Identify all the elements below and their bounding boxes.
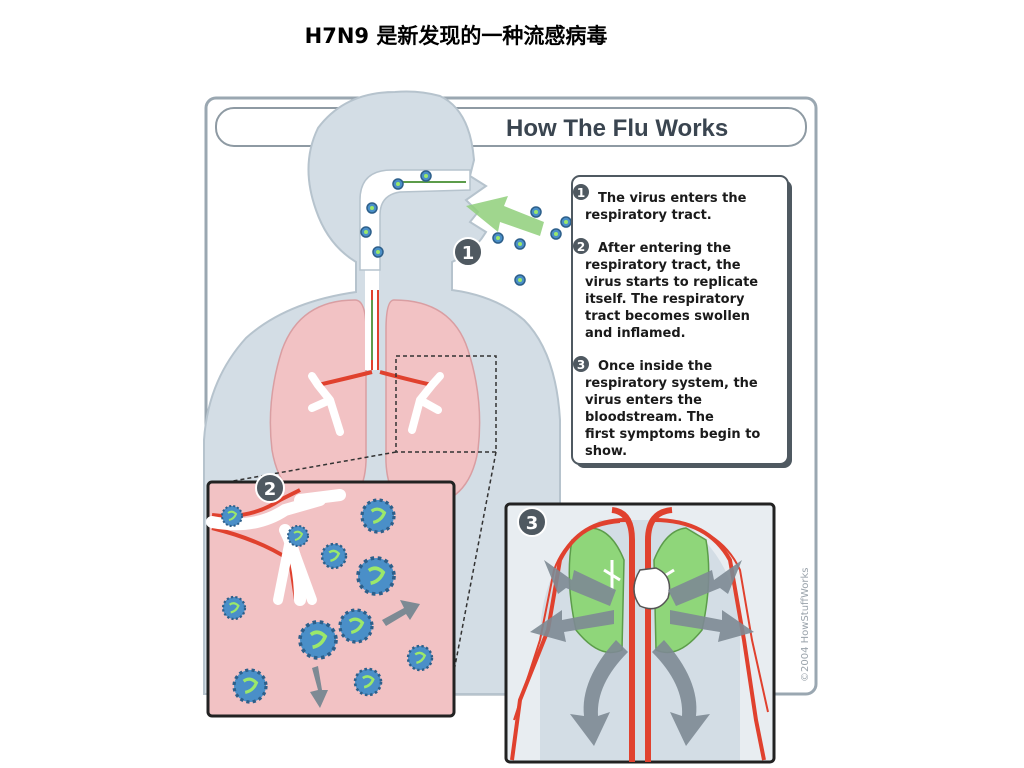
svg-text:first symptoms begin to: first symptoms begin to	[585, 427, 760, 442]
inset-replication: 2	[206, 473, 456, 718]
svg-text:bloodstream. The: bloodstream. The	[585, 410, 714, 425]
inset-bloodstream: 3	[504, 502, 776, 764]
svg-text:respiratory tract.: respiratory tract.	[585, 208, 712, 223]
svg-text:After entering the: After entering the	[598, 241, 731, 256]
zoom-region	[395, 355, 497, 453]
step-3: 3 Once inside the respiratory system, th…	[573, 356, 760, 459]
svg-text:The virus enters the: The virus enters the	[598, 191, 747, 206]
svg-text:virus starts to replicate: virus starts to replicate	[585, 275, 758, 290]
svg-text:1: 1	[462, 243, 475, 264]
svg-text:Once inside the: Once inside the	[598, 359, 712, 374]
svg-text:3: 3	[577, 358, 585, 372]
svg-text:respiratory system, the: respiratory system, the	[585, 376, 758, 391]
svg-text:show.: show.	[585, 444, 627, 459]
step-1-badge: 1	[453, 237, 483, 267]
svg-text:3: 3	[526, 513, 539, 534]
svg-text:1: 1	[577, 186, 585, 200]
svg-text:virus enters the: virus enters the	[585, 393, 702, 408]
svg-text:2: 2	[577, 240, 585, 254]
slide-title: H7N9 是新发现的一种流感病毒	[304, 24, 608, 48]
svg-text:itself. The respiratory: itself. The respiratory	[585, 292, 745, 307]
svg-text:and inflamed.: and inflamed.	[585, 326, 686, 341]
svg-text:respiratory tract, the: respiratory tract, the	[585, 258, 741, 273]
step-1: 1 The virus enters the respiratory tract…	[573, 184, 747, 223]
steps-panel: 1 The virus enters the respiratory tract…	[571, 175, 792, 468]
credit-text: ©2004 HowStuffWorks	[800, 568, 811, 682]
step-2: 2 After entering the respiratory tract, …	[573, 238, 758, 341]
nasal-airway	[359, 169, 471, 360]
figure-title: How The Flu Works	[506, 115, 728, 142]
virus-inhalation	[466, 196, 572, 286]
svg-text:tract becomes swollen: tract becomes swollen	[585, 309, 750, 324]
svg-text:2: 2	[264, 479, 277, 500]
